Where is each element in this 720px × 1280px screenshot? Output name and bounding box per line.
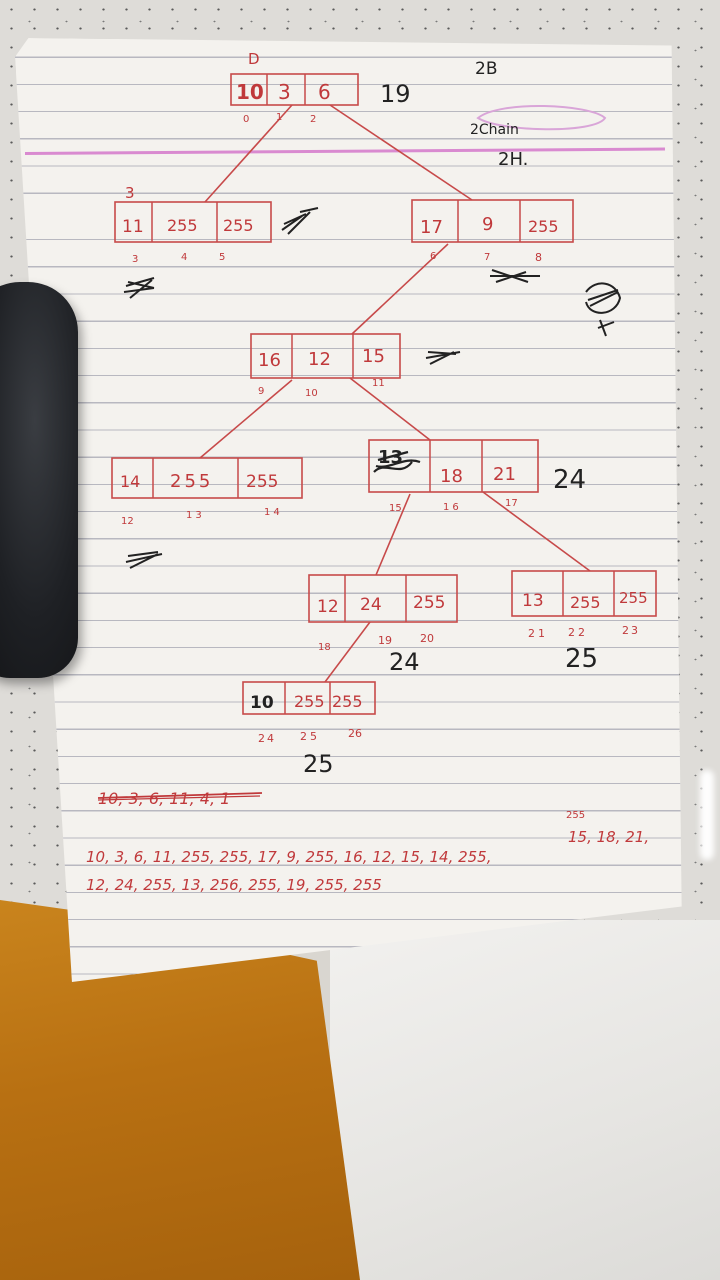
node-index: 2 (310, 114, 316, 125)
note-mid-25: 25 (565, 644, 598, 674)
node-index: 15 (389, 503, 402, 514)
sequence-line-2: 12, 24, 255, 13, 256, 255, 19, 255, 255 (86, 876, 382, 894)
node-cell: 255 (167, 216, 198, 235)
tree-node: 17 9 255 6 7 8 (411, 199, 574, 264)
node-index: 18 (318, 642, 331, 653)
note-mid-24: 24 (389, 648, 420, 676)
node-index: 23 (622, 624, 640, 637)
node-index: 5 (219, 252, 225, 263)
node-cell: 255 (332, 692, 363, 711)
node-index: 10 (305, 388, 318, 399)
sequence-line-1-tail: 15, 18, 21, (568, 828, 649, 846)
node-cell: 255 (170, 471, 213, 492)
node-index: 21 (528, 627, 548, 640)
tree-node: 16 12 15 9 10 11 (250, 333, 401, 399)
node-cell: 255 (223, 216, 254, 235)
node-index: 9 (258, 386, 264, 397)
notebook-paper (15, 38, 682, 982)
tree-node: 14 255 255 12 13 14 (111, 457, 303, 527)
node-index: 20 (420, 632, 434, 645)
node-cell: 18 (440, 466, 463, 487)
note-right-24: 24 (553, 465, 586, 495)
node-index: 14 (264, 507, 283, 518)
node-cell: 255 (294, 692, 325, 711)
note-nineteen: 19 (380, 80, 411, 108)
node-cell: 255 (246, 472, 278, 492)
node-cell: 17 (420, 217, 443, 238)
node-cell: 12 (317, 597, 339, 617)
node-cell: 11 (122, 217, 144, 237)
note-2b: 2B (475, 59, 497, 79)
node-cell: 10 (250, 693, 274, 713)
node-index: 8 (535, 251, 542, 264)
node-index: 16 (443, 502, 462, 513)
node-index: 7 (484, 252, 490, 263)
node-cell: 255 (570, 593, 601, 612)
sequence-line-1: 10, 3, 6, 11, 255, 255, 17, 9, 255, 16, … (86, 848, 492, 866)
node-index: 1 (276, 112, 282, 123)
white-surface (330, 920, 720, 1280)
node-cell: 9 (482, 214, 493, 235)
tree-node: 13 18 21 15 16 17 (368, 439, 539, 514)
node-index: 12 (121, 516, 134, 527)
node-index: 25 (300, 730, 320, 743)
node-index: 0 (243, 114, 249, 125)
note-2h: 2H. (498, 149, 528, 170)
tree-edges (199, 104, 591, 683)
light-glare (700, 770, 714, 860)
node-index: 13 (186, 510, 205, 521)
node-cell: 10 (236, 80, 264, 104)
note-three: 3 (125, 184, 135, 202)
node-cell: 255 (528, 217, 559, 236)
tree-node: 11 255 255 3 4 5 (114, 201, 272, 265)
node-cell: 14 (120, 472, 140, 491)
tree-node: 13 255 255 21 22 23 (511, 570, 657, 640)
tree-node: 10 255 255 24 25 26 (242, 681, 376, 745)
node-cell: 24 (360, 595, 382, 615)
node-cell: 6 (318, 80, 331, 104)
node-cell: 16 (258, 350, 281, 371)
node-index: 24 (258, 732, 276, 745)
note-bottom-25: 25 (303, 750, 334, 778)
note-top-letter: D (248, 50, 260, 68)
node-index: 3 (132, 254, 138, 265)
node-index: 11 (372, 378, 385, 389)
node-index: 4 (181, 252, 187, 263)
node-cell: 3 (278, 80, 291, 104)
node-cell: 15 (362, 346, 385, 367)
node-cell: 255 (619, 589, 648, 607)
tree-node: 10 3 6 0 1 2 (230, 73, 359, 125)
note-2chain: 2Chain (470, 122, 519, 138)
tree-node: 12 24 255 18 19 20 (308, 574, 458, 653)
node-index: 19 (378, 634, 392, 647)
node-index: 6 (430, 251, 436, 262)
computer-mouse (0, 282, 78, 678)
node-index: 26 (348, 727, 362, 740)
scribble-marks (123, 207, 622, 569)
node-cell: 255 (413, 593, 445, 613)
node-cell: 12 (308, 349, 331, 370)
node-cell: 21 (493, 464, 516, 485)
node-index: 17 (505, 498, 518, 509)
node-index: 22 (568, 626, 588, 639)
seq-above-note: 255 (566, 810, 585, 821)
node-cell: 13 (522, 591, 544, 611)
